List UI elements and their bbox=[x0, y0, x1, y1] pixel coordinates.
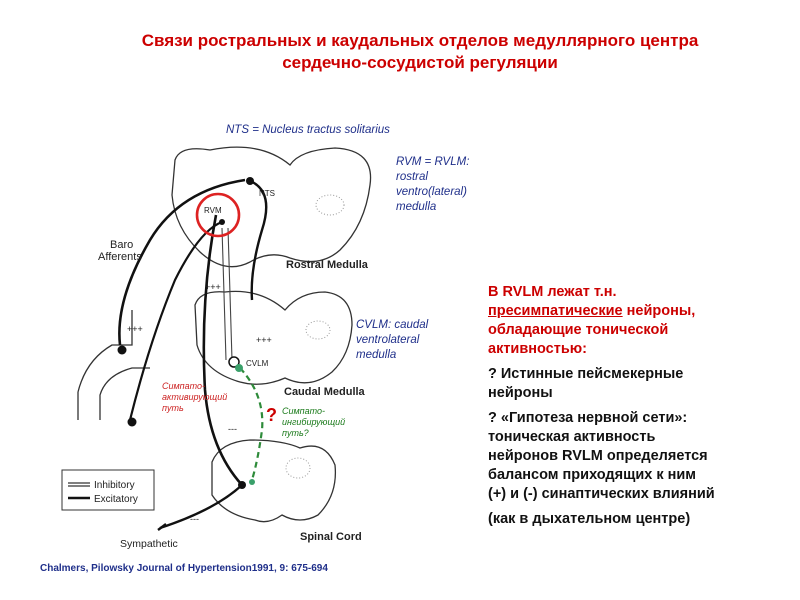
cvlm-def-line-3: medulla bbox=[356, 349, 397, 361]
pacemaker-line-2: нейроны bbox=[488, 385, 553, 401]
baro-terminal bbox=[117, 345, 127, 355]
cvlm-node bbox=[228, 356, 240, 368]
sympato-activating-line-3: путь bbox=[162, 403, 184, 413]
rvm-highlight-circle bbox=[195, 192, 241, 238]
sympato-activating-line-2: активирующий bbox=[162, 392, 228, 402]
network-line-1: ? «Гипотеза нервной сети»: bbox=[488, 410, 688, 426]
title-line-1: Связи ростральных и каудальных отделов м… bbox=[141, 31, 699, 50]
rvm-def-line-1: RVM = RVLM: bbox=[396, 156, 470, 168]
sympato-inhibiting-line-2: ингибирующий bbox=[282, 417, 346, 427]
explanation-paragraph-4: (как в дыхательном центре) bbox=[488, 511, 691, 527]
title-line-2: сердечно-сосудистой регуляции bbox=[282, 53, 558, 72]
pacemaker-line-1: ? Истинные пейсмекерные bbox=[488, 366, 684, 382]
rostral-nucleus-dots bbox=[315, 194, 345, 216]
spinal-terminal bbox=[238, 481, 246, 489]
spinal-cord-label: Spinal Cord bbox=[300, 531, 362, 543]
explanation-line-1: В RVLM лежат т.н. bbox=[488, 284, 617, 300]
page-title: Связи ростральных и каудальных отделов м… bbox=[60, 30, 780, 74]
nts-definition: NTS = Nucleus tractus solitarius bbox=[226, 124, 390, 136]
rvm-def-line-4: medulla bbox=[396, 201, 437, 213]
explanation-line-3: обладающие тонической bbox=[488, 322, 669, 338]
cvlm-definition: CVLM: caudal ventrolateral medulla bbox=[356, 318, 428, 363]
network-line-4: балансом приходящих к ним bbox=[488, 467, 697, 483]
explanation-paragraph-2: ? Истинные пейсмекерные нейроны bbox=[488, 365, 788, 403]
legend-excitatory: Excitatory bbox=[94, 494, 138, 505]
rvm-label: RVM bbox=[204, 206, 222, 215]
rvm-def-line-2: rostral bbox=[396, 171, 428, 183]
plus-sign-rostral: +++ bbox=[205, 282, 221, 292]
loop-terminal bbox=[127, 417, 137, 427]
caudal-medulla-label: Caudal Medulla bbox=[284, 386, 366, 398]
explanation-line-2: нейроны, bbox=[622, 303, 696, 319]
nts-label: NTS bbox=[259, 189, 275, 198]
rvm-to-spinal-path bbox=[202, 214, 243, 486]
nts-terminal bbox=[246, 177, 254, 185]
cvlm-to-rvm-path bbox=[221, 227, 233, 361]
green-node-bottom bbox=[249, 479, 255, 485]
caudal-nucleus-dots bbox=[305, 320, 331, 340]
rostral-medulla-section bbox=[171, 146, 372, 268]
afferent-loop-path bbox=[128, 220, 223, 421]
spinal-cord-section bbox=[211, 439, 337, 523]
cvlm-label: CVLM bbox=[246, 359, 269, 368]
explanation-line-4: активностью: bbox=[488, 341, 587, 357]
green-node-top bbox=[235, 364, 243, 372]
minus-sign-cvlm: --- bbox=[228, 424, 237, 434]
network-line-5: (+) и (-) синаптических влияний bbox=[488, 486, 715, 502]
network-line-3: нейронов RVLM определяется bbox=[488, 448, 708, 464]
rvm-node bbox=[219, 219, 225, 225]
cvlm-def-line-1: CVLM: caudal bbox=[356, 319, 429, 331]
afferents-label: Afferents bbox=[98, 251, 142, 263]
legend-inhibitory: Inhibitory bbox=[94, 480, 135, 491]
sympathetic-label: Sympathetic bbox=[120, 538, 178, 550]
explanation-paragraph-3: ? «Гипотеза нервной сети»: тоническая ак… bbox=[488, 409, 788, 504]
sympathetic-output-path bbox=[159, 484, 243, 530]
caudal-medulla-section bbox=[194, 290, 353, 385]
sympato-inhibiting-line-3: путь? bbox=[282, 428, 309, 438]
citation: Chalmers, Pilowsky Journal of Hypertensi… bbox=[40, 563, 328, 574]
presympathetic-term: пресимпатические bbox=[488, 303, 623, 319]
sympato-activating-label: Симпато- активирующий путь bbox=[162, 381, 227, 414]
minus-sign-sympathetic: --- bbox=[190, 514, 199, 524]
cvlm-def-line-2: ventrolateral bbox=[356, 334, 420, 346]
explanation-text: В RVLM лежат т.н. пресимпатические нейро… bbox=[488, 283, 788, 535]
rvm-definition: RVM = RVLM: rostral ventro(lateral) medu… bbox=[396, 155, 469, 215]
legend-box bbox=[61, 469, 155, 511]
spinal-horn-dots bbox=[285, 457, 311, 479]
explanation-paragraph-1: В RVLM лежат т.н. пресимпатические нейро… bbox=[488, 283, 788, 359]
baro-label: Baro bbox=[110, 239, 133, 251]
baro-afferent-path bbox=[118, 178, 246, 346]
artery-vessel bbox=[77, 310, 150, 420]
sympato-activating-line-1: Симпато- bbox=[162, 381, 206, 391]
sympato-inhibiting-label: Симпато- ингибирующий путь? bbox=[282, 406, 345, 439]
sympato-inhibiting-line-1: Симпато- bbox=[282, 406, 326, 416]
plus-sign-afferent: +++ bbox=[127, 324, 143, 334]
nts-to-cvlm-path bbox=[247, 178, 268, 301]
sympato-inhibiting-path bbox=[239, 367, 264, 481]
plus-sign-caudal: +++ bbox=[256, 335, 272, 345]
question-mark: ? bbox=[266, 405, 277, 425]
network-line-2: тоническая активность bbox=[488, 429, 656, 445]
rostral-medulla-label: Rostral Medulla bbox=[286, 259, 369, 271]
rvm-def-line-3: ventro(lateral) bbox=[396, 186, 467, 198]
